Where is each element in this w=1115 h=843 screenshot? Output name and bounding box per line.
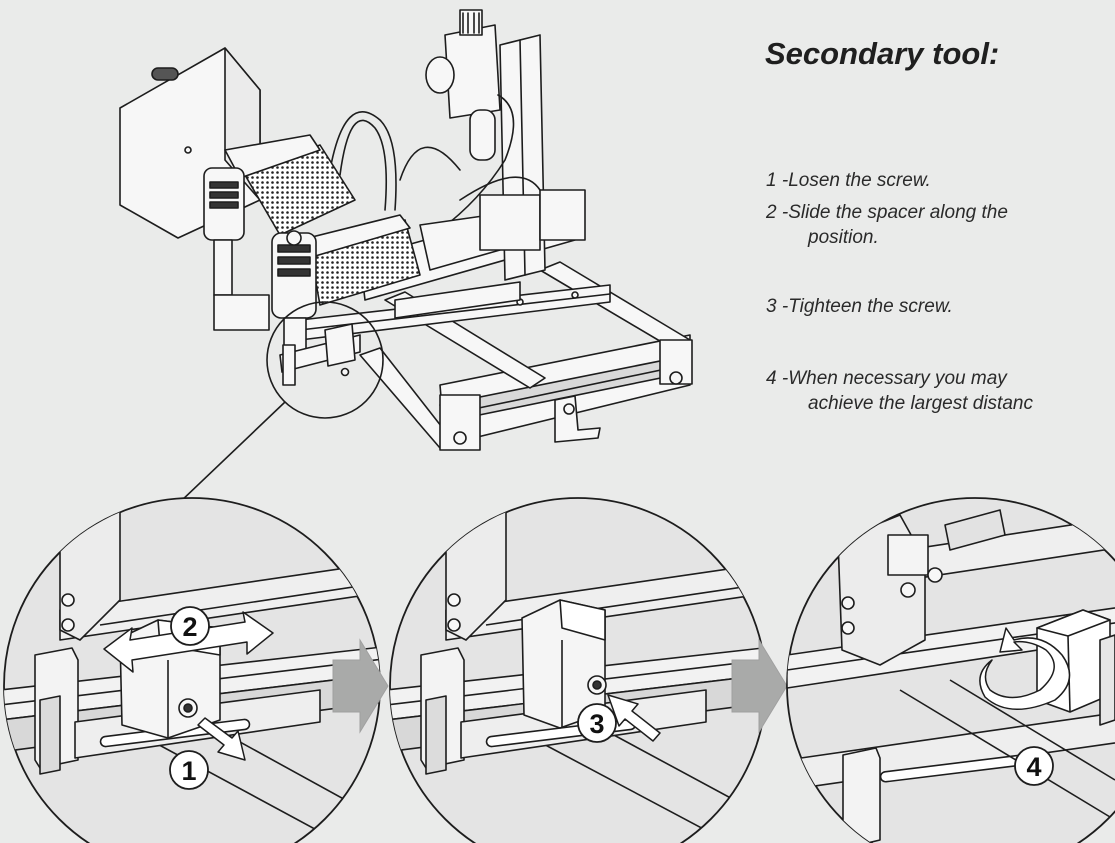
callout-4-label: 4 [1026, 752, 1041, 782]
step-text: Slide the spacer along the [788, 202, 1008, 223]
callout-2-label: 2 [182, 612, 197, 642]
step-text-continued: achieve the largest distanc [808, 393, 1033, 414]
step-number: 2 - [766, 202, 789, 223]
rear-tool-head [224, 134, 356, 236]
step-text: When necessary you may [788, 368, 1007, 389]
step-3: 3 - Tighteen the screw. [766, 294, 953, 319]
detail-view-2: 3 [389, 497, 767, 843]
callout-2: 2 [170, 606, 210, 646]
rear-tool [203, 167, 270, 331]
loosen-arrow [197, 717, 246, 761]
step-text: Tighteen the screw. [788, 296, 953, 317]
hoses [329, 111, 541, 211]
detail-view-3: 4 [786, 497, 1115, 843]
step-text-continued: position. [808, 227, 879, 248]
spacer-assembly [279, 323, 361, 386]
page-title: Secondary tool: [765, 36, 1000, 71]
tighten-arrow [607, 694, 661, 742]
rotate-arrow [979, 627, 1071, 711]
callout-1: 1 [169, 750, 209, 790]
step-number: 3 - [766, 296, 789, 317]
callout-1-label: 1 [181, 756, 196, 786]
step-number: 1 - [766, 170, 789, 191]
next-arrow-2 [731, 638, 788, 734]
machine-overview [119, 9, 693, 451]
step-4: 4 - When necessary you may achieve the la… [766, 366, 1033, 416]
detail-view-1: 2 1 [3, 497, 381, 843]
secondary-tool [271, 230, 317, 353]
callout-4: 4 [1014, 746, 1054, 786]
callout-3: 3 [577, 703, 617, 743]
zoom-circle [266, 301, 384, 419]
step-1: 1 - Losen the screw. [766, 168, 931, 193]
step-number: 4 - [766, 368, 789, 389]
step-text: Losen the screw. [788, 170, 931, 191]
base-frame [359, 261, 693, 451]
next-arrow-1 [332, 638, 389, 734]
callout-3-label: 3 [589, 709, 604, 739]
step-2: 2 - Slide the spacer along the position. [766, 200, 1008, 250]
